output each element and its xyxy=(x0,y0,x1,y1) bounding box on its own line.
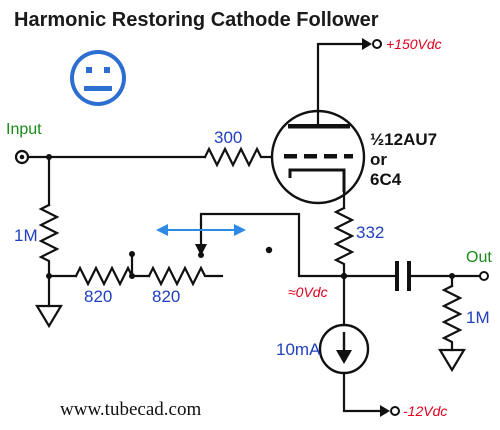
cathode-resistor-332 xyxy=(333,206,355,278)
supply-arrow-icon xyxy=(362,38,372,50)
supply-arrow-icon xyxy=(380,405,390,417)
tube-type-line2: or xyxy=(370,150,387,169)
divider-resistor-820-a xyxy=(74,265,151,287)
output-resistor-label: 1M xyxy=(466,308,490,327)
cathode-resistor-label: 332 xyxy=(356,223,384,242)
output-label: Out xyxy=(466,249,492,266)
tube-type-line1: ½12AU7 xyxy=(370,130,437,149)
negative-supply-wire xyxy=(342,371,382,413)
capacitor-plate-a xyxy=(395,261,399,291)
divider-resistor-2-label: 820 xyxy=(152,287,180,306)
diagram-title: Harmonic Restoring Cathode Follower xyxy=(14,9,379,31)
supply-terminal xyxy=(372,39,382,49)
output-terminal xyxy=(479,271,489,281)
feedback-wire xyxy=(199,212,346,278)
input-jack-icon xyxy=(14,149,30,165)
divider-resistor-820-b xyxy=(147,265,224,287)
double-arrow-icon xyxy=(156,224,246,236)
grid-resistor-300 xyxy=(203,146,282,168)
current-source-label: 10mA xyxy=(276,340,321,359)
website-credit: www.tubecad.com xyxy=(60,399,201,420)
tube-type-line3: 6C4 xyxy=(370,170,402,189)
tap-dot xyxy=(129,251,135,257)
negative-supply-label: -12Vdc xyxy=(403,403,447,419)
neutral-face-icon xyxy=(70,50,126,106)
positive-supply-label: +150Vdc xyxy=(386,36,442,52)
divider-resistor-1-label: 820 xyxy=(84,287,112,306)
capacitor-plate-b xyxy=(407,261,411,291)
vacuum-tube-icon xyxy=(270,109,366,205)
negative-supply-terminal xyxy=(390,406,400,416)
junction-dot xyxy=(265,246,273,254)
input-label: Input xyxy=(6,121,42,138)
cathode-voltage-label: ≈0Vdc xyxy=(288,284,328,300)
grid-resistor-label: 300 xyxy=(214,128,242,147)
plate-supply-wire xyxy=(316,42,364,126)
current-source-icon xyxy=(318,323,370,375)
ground-icon xyxy=(438,348,466,373)
input-resistor-label: 1M xyxy=(14,226,38,245)
input-resistor-1m xyxy=(38,203,60,278)
ground-icon xyxy=(35,304,63,329)
output-resistor-1m xyxy=(441,284,463,352)
wiper-arrow-icon xyxy=(195,244,207,256)
